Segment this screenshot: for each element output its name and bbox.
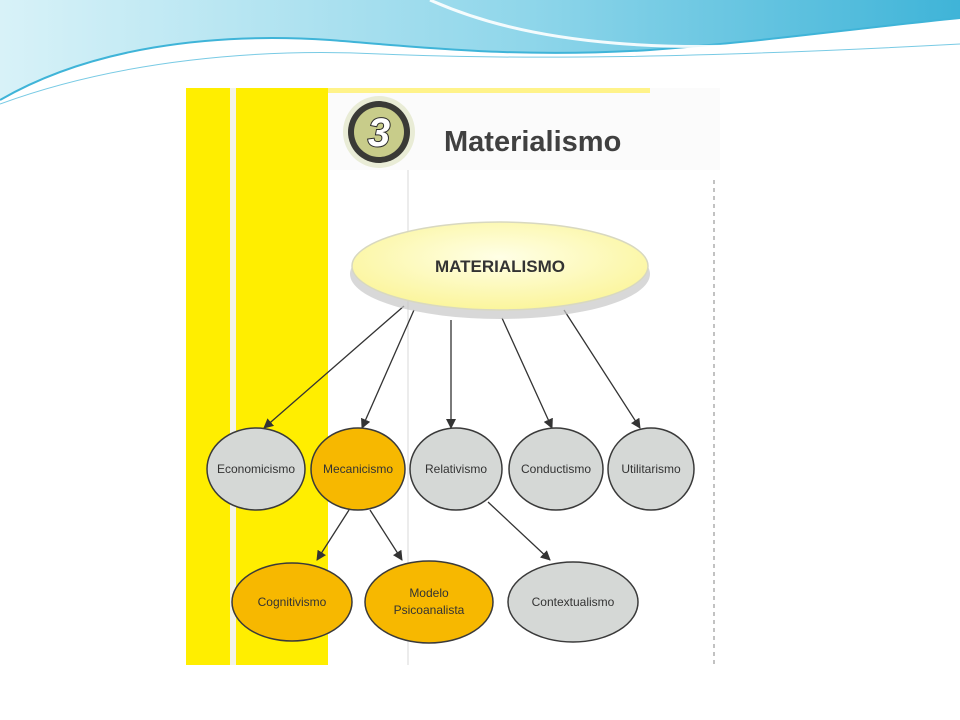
node-label: Economicismo [217,462,295,476]
strip-divider [230,88,236,665]
wave-banner [0,0,960,105]
node-label-line-2: Psicoanalista [394,603,465,617]
node-label: Cognitivismo [258,595,327,609]
banner-wave-fill [0,0,960,100]
arrow-mecanicismo-modelo [369,509,403,561]
node-contextualismo: Contextualismo [507,561,639,643]
root-label: MATERIALISMO [435,257,565,276]
number-badge: 3 [343,96,415,168]
arrow-root-economicismo [263,305,405,429]
arrow-mecanicismo-cognitivismo [316,509,350,561]
arrow-relativismo-contextualismo [487,501,551,561]
connector-arrows [263,305,641,561]
level2-nodes: Cognitivismo Modelo Psicoanalista Contex… [231,560,639,644]
node-utilitarismo: Utilitarismo [607,427,695,511]
node-cognitivismo: Cognitivismo [231,562,353,642]
node-label: Mecanicismo [323,462,393,476]
arrow-root-mecanicismo [361,309,415,429]
arrow-root-utilitarismo [563,309,641,429]
node-label: Relativismo [425,462,487,476]
banner-wave-line [0,17,960,101]
node-modelo-psicoanalista: Modelo Psicoanalista [364,560,494,644]
yellow-strip-left [186,88,230,665]
node-economicismo: Economicismo [206,427,306,511]
node-label-line-1: Modelo [409,586,449,600]
node-label: Conductismo [521,462,591,476]
banner-wave-line [0,43,960,105]
node-relativismo: Relativismo [409,427,503,511]
badge-number: 3 [368,111,390,155]
node-mecanicismo: Mecanicismo [310,427,406,511]
header-title: Materialismo [444,126,621,158]
concept-map-diagram: 3 Materialismo MATERIALISMO Economicismo [186,88,720,665]
banner-wave-line [429,0,960,49]
arrow-root-conductismo [501,317,553,429]
level1-nodes: Economicismo Mecanicismo Relativismo Con… [206,427,695,511]
header-top-band [328,88,650,93]
node-conductismo: Conductismo [508,427,604,511]
node-label: Contextualismo [532,595,615,609]
node-materialismo-root: MATERIALISMO [350,221,650,319]
concept-map-image: 3 Materialismo MATERIALISMO Economicismo [186,88,720,665]
node-label: Utilitarismo [621,462,681,476]
